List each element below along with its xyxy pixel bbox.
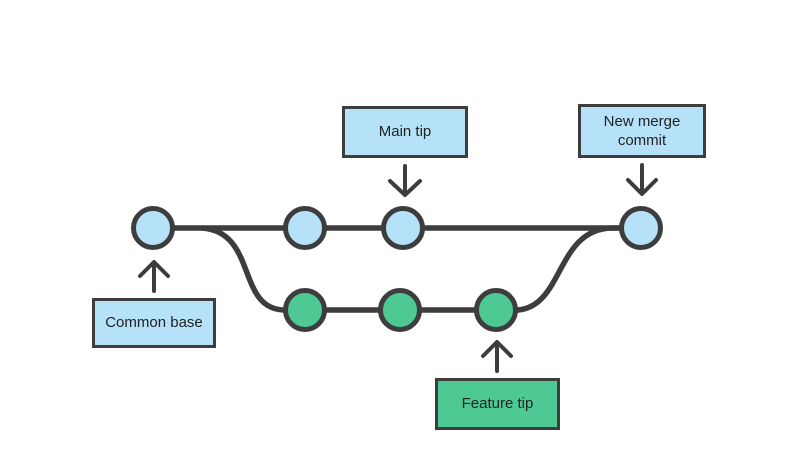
commit-nodes bbox=[131, 206, 663, 332]
feature-tip-arrow-up bbox=[481, 340, 513, 373]
callout-feature-tip-label: Feature tip bbox=[461, 395, 534, 413]
callout-main-tip-label: Main tip bbox=[378, 123, 432, 141]
commit-main-2 bbox=[283, 206, 327, 250]
commit-feature-2 bbox=[378, 288, 422, 332]
commit-new-merge bbox=[619, 206, 663, 250]
feature-branch-out-curve bbox=[199, 225, 288, 313]
callout-common-base: Common base bbox=[92, 298, 216, 348]
callout-new-merge-commit-label: New merge commit bbox=[603, 112, 681, 149]
commit-main-tip bbox=[381, 206, 425, 250]
commit-feature-tip bbox=[474, 288, 518, 332]
commit-common-base bbox=[131, 206, 175, 250]
callout-feature-tip: Feature tip bbox=[435, 378, 560, 430]
commit-feature-1 bbox=[283, 288, 327, 332]
main-tip-arrow-down bbox=[388, 164, 422, 197]
new-merge-commit-arrow-down bbox=[626, 163, 658, 196]
common-base-arrow-up bbox=[138, 260, 170, 293]
callout-main-tip: Main tip bbox=[342, 106, 468, 158]
callout-common-base-label: Common base bbox=[105, 314, 203, 332]
callout-new-merge-commit: New merge commit bbox=[578, 104, 706, 158]
callout-arrows bbox=[138, 163, 658, 373]
feature-branch-merge-curve bbox=[515, 225, 628, 313]
